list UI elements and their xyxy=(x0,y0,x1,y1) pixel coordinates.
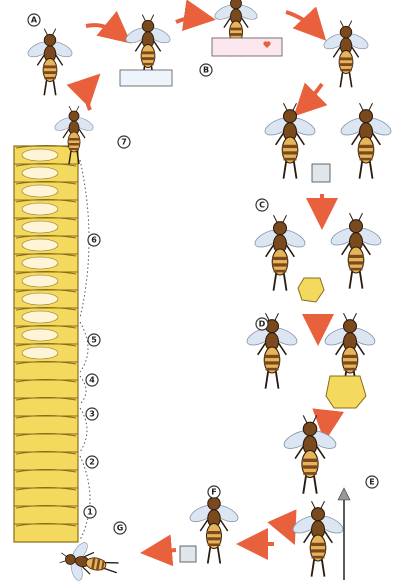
svg-text:6: 6 xyxy=(91,236,97,245)
larva xyxy=(22,257,58,269)
bee-A xyxy=(26,29,74,96)
marker-3: 3 xyxy=(86,408,98,420)
svg-text:2: 2 xyxy=(89,458,95,467)
svg-text:4: 4 xyxy=(89,376,95,385)
svg-text:5: 5 xyxy=(91,336,97,345)
bee-G-lying xyxy=(57,537,121,587)
marker-6: 6 xyxy=(88,234,100,246)
larva xyxy=(22,311,58,323)
bee-flying-forager xyxy=(282,415,339,493)
larva xyxy=(22,347,58,359)
svg-text:F: F xyxy=(211,488,216,497)
larva xyxy=(22,329,58,341)
bee-E-guard-with-spear xyxy=(291,488,350,580)
larva xyxy=(22,293,58,305)
marker-B: B xyxy=(200,64,212,76)
honeycomb-column xyxy=(14,146,78,543)
marker-G: G xyxy=(114,522,126,534)
marker-4: 4 xyxy=(86,374,98,386)
marker-E: E xyxy=(366,476,378,488)
svg-text:1: 1 xyxy=(87,508,93,517)
stage-brackets xyxy=(80,160,90,540)
larva xyxy=(22,275,58,287)
marker-5: 5 xyxy=(88,334,100,346)
svg-text:C: C xyxy=(259,201,265,210)
svg-text:B: B xyxy=(203,66,209,75)
flow-arrows xyxy=(86,12,328,552)
larva xyxy=(22,203,58,215)
svg-text:3: 3 xyxy=(89,410,95,419)
marker-1: 1 xyxy=(84,506,96,518)
larva xyxy=(22,185,58,197)
larva xyxy=(22,167,58,179)
bee-pair-water-bucket xyxy=(263,103,394,182)
marker-7: 7 xyxy=(118,136,130,148)
bee-8-making-bed xyxy=(212,0,282,56)
svg-text:D: D xyxy=(259,320,266,329)
marker-F: F xyxy=(208,486,220,498)
marker-A: A xyxy=(28,14,40,26)
svg-text:7: 7 xyxy=(121,138,127,147)
bee-pair-C-building-comb xyxy=(253,213,384,302)
bee-feeding-larva xyxy=(322,21,370,88)
larva xyxy=(22,149,58,161)
svg-text:A: A xyxy=(31,16,38,25)
svg-text:E: E xyxy=(369,478,374,487)
larva xyxy=(22,221,58,233)
marker-2: 2 xyxy=(86,456,98,468)
larva xyxy=(22,239,58,251)
svg-text:G: G xyxy=(117,524,124,533)
bee-B-cleaning-cell xyxy=(120,15,172,86)
bee-F-with-bucket xyxy=(180,491,240,564)
marker-D: D xyxy=(256,318,268,330)
marker-C: C xyxy=(256,199,268,211)
